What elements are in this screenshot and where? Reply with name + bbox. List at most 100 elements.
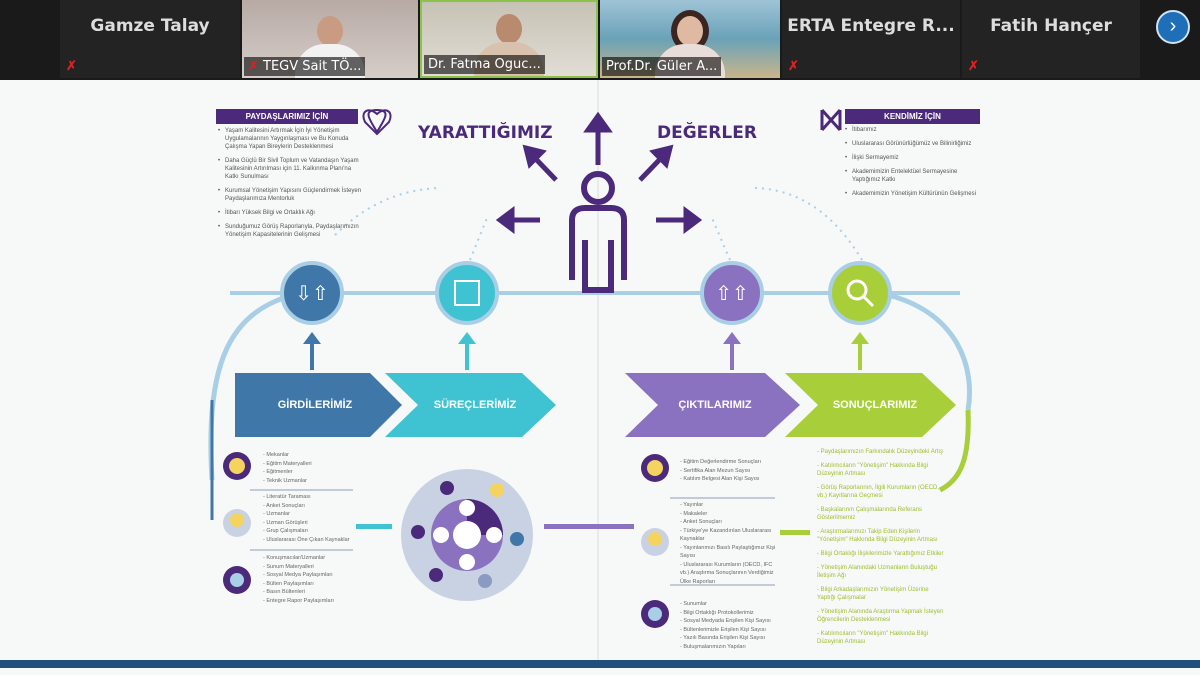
mic-muted-icon: ✗ xyxy=(66,58,77,73)
connector-bar xyxy=(544,524,634,529)
list-item: Yazılı Basında Erişilen Kişi Sayısı xyxy=(680,634,780,643)
participant-name: Dr. Fatma Oguc... xyxy=(424,55,545,74)
mic-muted-icon: ✗ xyxy=(968,58,979,73)
list-item: Bültenlerimizle Erişilen Kişi Sayısı xyxy=(680,626,780,635)
lightbulb-icon xyxy=(223,509,251,537)
participant-video-tile[interactable]: Prof.Dr. Güler A... xyxy=(600,0,780,78)
processes-circle xyxy=(435,261,499,325)
process-wheel xyxy=(401,469,533,601)
list-item: Grup Çalışmaları xyxy=(263,527,350,536)
processes-chevron xyxy=(385,373,556,437)
outputs-label: ÇIKTILARIMIZ xyxy=(678,399,752,411)
participant-tile[interactable]: Gamze Talay ✗ xyxy=(60,0,240,78)
trophy-badge-icon xyxy=(641,454,669,482)
stakeholders-header: PAYDAŞLARIMIZ İÇİN xyxy=(216,109,358,124)
globe-badge-icon xyxy=(641,600,669,628)
inputs-list: MekanlarEğitim MateryalleriEğitmenlerTek… xyxy=(263,451,312,486)
list-item: Katılım Belgesi Alan Kişi Sayısı xyxy=(680,475,780,484)
ourselves-header: KENDİMİZ İÇİN xyxy=(845,109,980,124)
title-left: YARATTIĞIMIZ xyxy=(418,123,553,143)
list-item: Yaşam Kalitesini Artırmak İçin İyi Yönet… xyxy=(218,127,363,151)
connector-bar xyxy=(356,524,392,529)
dotted-arrow xyxy=(334,187,441,236)
list-item: Bülten Paylaşımları xyxy=(263,580,334,589)
trophy-badge-icon xyxy=(223,452,251,480)
ourselves-list: İtibarımızUluslararası Görünürlüğümüz ve… xyxy=(845,126,980,204)
list-item: İtibarı Yüksek Bilgi ve Ortaklık Ağı xyxy=(218,209,363,217)
list-item: Başkalarının Çalışmalarında Referans Gös… xyxy=(817,506,947,522)
list-item: Anket Sonuçları xyxy=(680,518,780,527)
flow-diagram: ⇩⇧ ⇧⇧ xyxy=(208,80,973,660)
person-icon xyxy=(569,171,627,293)
participant-tile[interactable]: ERTA Entegre R... ✗ xyxy=(782,0,960,78)
outputs-circle: ⇧⇧ xyxy=(700,261,764,325)
crossed-arrows-icon xyxy=(820,108,842,132)
list-item: Sosyal Medyada Erişilen Kişi Sayısı xyxy=(680,617,780,626)
list-item: Yayınlar xyxy=(680,501,780,510)
outputs-list: YayınlarMakalelerAnket SonuçlarıTürkiye'… xyxy=(680,501,780,586)
list-item: Eğitim Materyalleri xyxy=(263,460,311,469)
connector-bar xyxy=(780,530,810,535)
up-arrows xyxy=(303,332,869,370)
list-item: İtibarımız xyxy=(845,126,980,134)
list-item: Türkiye'ye Kazandırılan Uluslararası Kay… xyxy=(680,527,780,544)
list-item: Konuşmacılar/Uzmanlar xyxy=(263,554,334,563)
inputs-list: Literatür TaramasıAnket SonuçlarıUzmanla… xyxy=(263,493,350,545)
participant-name: Gamze Talay xyxy=(90,16,210,36)
mic-muted-icon: ✗ xyxy=(248,59,264,74)
list-item: Uzman Görüşleri xyxy=(263,519,350,528)
svg-text:⇧⇧: ⇧⇧ xyxy=(715,283,749,305)
list-item: Teknik Uzmanlar xyxy=(263,477,312,486)
participant-name: TEGV Sait TÖ... xyxy=(263,59,362,74)
list-item: Görüş Raporlarının, İlgili Kurumların (O… xyxy=(817,484,947,500)
list-item: Sunduğumuz Görüş Raporlarıyla, Paydaşlar… xyxy=(218,223,363,239)
list-item: Buluşmalarımızın Yapıları xyxy=(680,643,780,652)
list-item: Sunum Materyalleri xyxy=(263,563,334,572)
outcomes-chevron xyxy=(785,373,956,437)
flow-arc-right xyxy=(879,290,973,411)
list-item: Akademimizin Yönetişim Kültürünün Gelişm… xyxy=(845,190,980,198)
list-item: Sosyal Medya Paylaşımları xyxy=(263,571,334,580)
dotted-arrow xyxy=(469,217,488,261)
inputs-label: GİRDİLERİMİZ xyxy=(277,399,353,411)
list-item: Literatür Taraması xyxy=(263,493,350,502)
list-item: Mekanlar xyxy=(263,451,312,460)
next-participants-button[interactable]: › xyxy=(1156,10,1190,44)
list-item: Bilgi Ortaklığı Protokollerimiz xyxy=(680,609,780,618)
list-item: Katılımcıların "Yönetişim" Hakkında Bilg… xyxy=(817,462,947,478)
list-item: Bilgi Arkadaşlarımızın Yönetişim Üzerine… xyxy=(817,586,947,602)
handshake-heart-icon xyxy=(362,108,392,136)
list-item: Uluslararası Görünürlüğümüz ve Bilinirli… xyxy=(845,140,980,148)
globe-badge-icon xyxy=(223,566,251,594)
outputs-list: Eğitim Değerlendirme SonuçlarıSertifika … xyxy=(680,458,780,484)
list-item: Eğitim Değerlendirme Sonuçları xyxy=(680,458,780,467)
slide-footer-bar xyxy=(0,660,1200,668)
list-item: Yayınlarımızı Basılı Paylaştığımız Kişi … xyxy=(680,544,780,561)
stakeholders-list: Yaşam Kalitesini Artırmak İçin İyi Yönet… xyxy=(218,127,363,245)
list-item: Basın Bültenleri xyxy=(263,588,334,597)
processes-label: SÜREÇLERİMİZ xyxy=(433,399,517,411)
dotted-arrow xyxy=(754,187,863,261)
inputs-list: Konuşmacılar/UzmanlarSunum MateryalleriS… xyxy=(263,554,334,605)
list-item: Akademimizin Entelektüel Sermayesine Yap… xyxy=(845,168,980,184)
list-item: Katılımcıların "Yönetişim" Hakkında Bilg… xyxy=(817,630,947,646)
participant-video-tile-active[interactable]: Dr. Fatma Oguc... xyxy=(420,0,598,78)
participant-tile[interactable]: Fatih Hançer ✗ xyxy=(962,0,1140,78)
list-item: Sertifika Alan Mezun Sayısı xyxy=(680,467,780,476)
list-item: Uluslararası Kurumların (OECD, IFC vb.) … xyxy=(680,561,780,587)
list-item: İlişki Sermayemiz xyxy=(845,154,980,162)
outcomes-label: SONUÇLARIMIZ xyxy=(832,399,918,411)
list-item: Araştırmalarımızı Takip Eden Kişilerin "… xyxy=(817,528,947,544)
participant-name: Fatih Hançer xyxy=(990,16,1112,36)
list-item: Entegre Rapor Paylaşımları xyxy=(263,597,334,606)
participant-name: Prof.Dr. Güler A... xyxy=(602,57,722,76)
list-item: Yönetişim Alanındaki Uzmanların Buluştuğ… xyxy=(817,564,947,580)
shared-screen-slide: ⇩⇧ ⇧⇧ xyxy=(0,80,1200,675)
participant-video-tile[interactable]: ✗ TEGV Sait TÖ... xyxy=(242,0,418,78)
list-item: Uluslararası Öne Çıkan Kaynaklar xyxy=(263,536,349,545)
list-item: Kurumsal Yönetişim Yapısını Güçlendirmek… xyxy=(218,187,363,203)
outputs-chevron xyxy=(625,373,800,437)
list-item: Paydaşlarımızın Farkındalık Düzeyindeki … xyxy=(817,448,947,456)
arrow-icons xyxy=(495,111,703,234)
outcomes-circle xyxy=(828,261,892,325)
